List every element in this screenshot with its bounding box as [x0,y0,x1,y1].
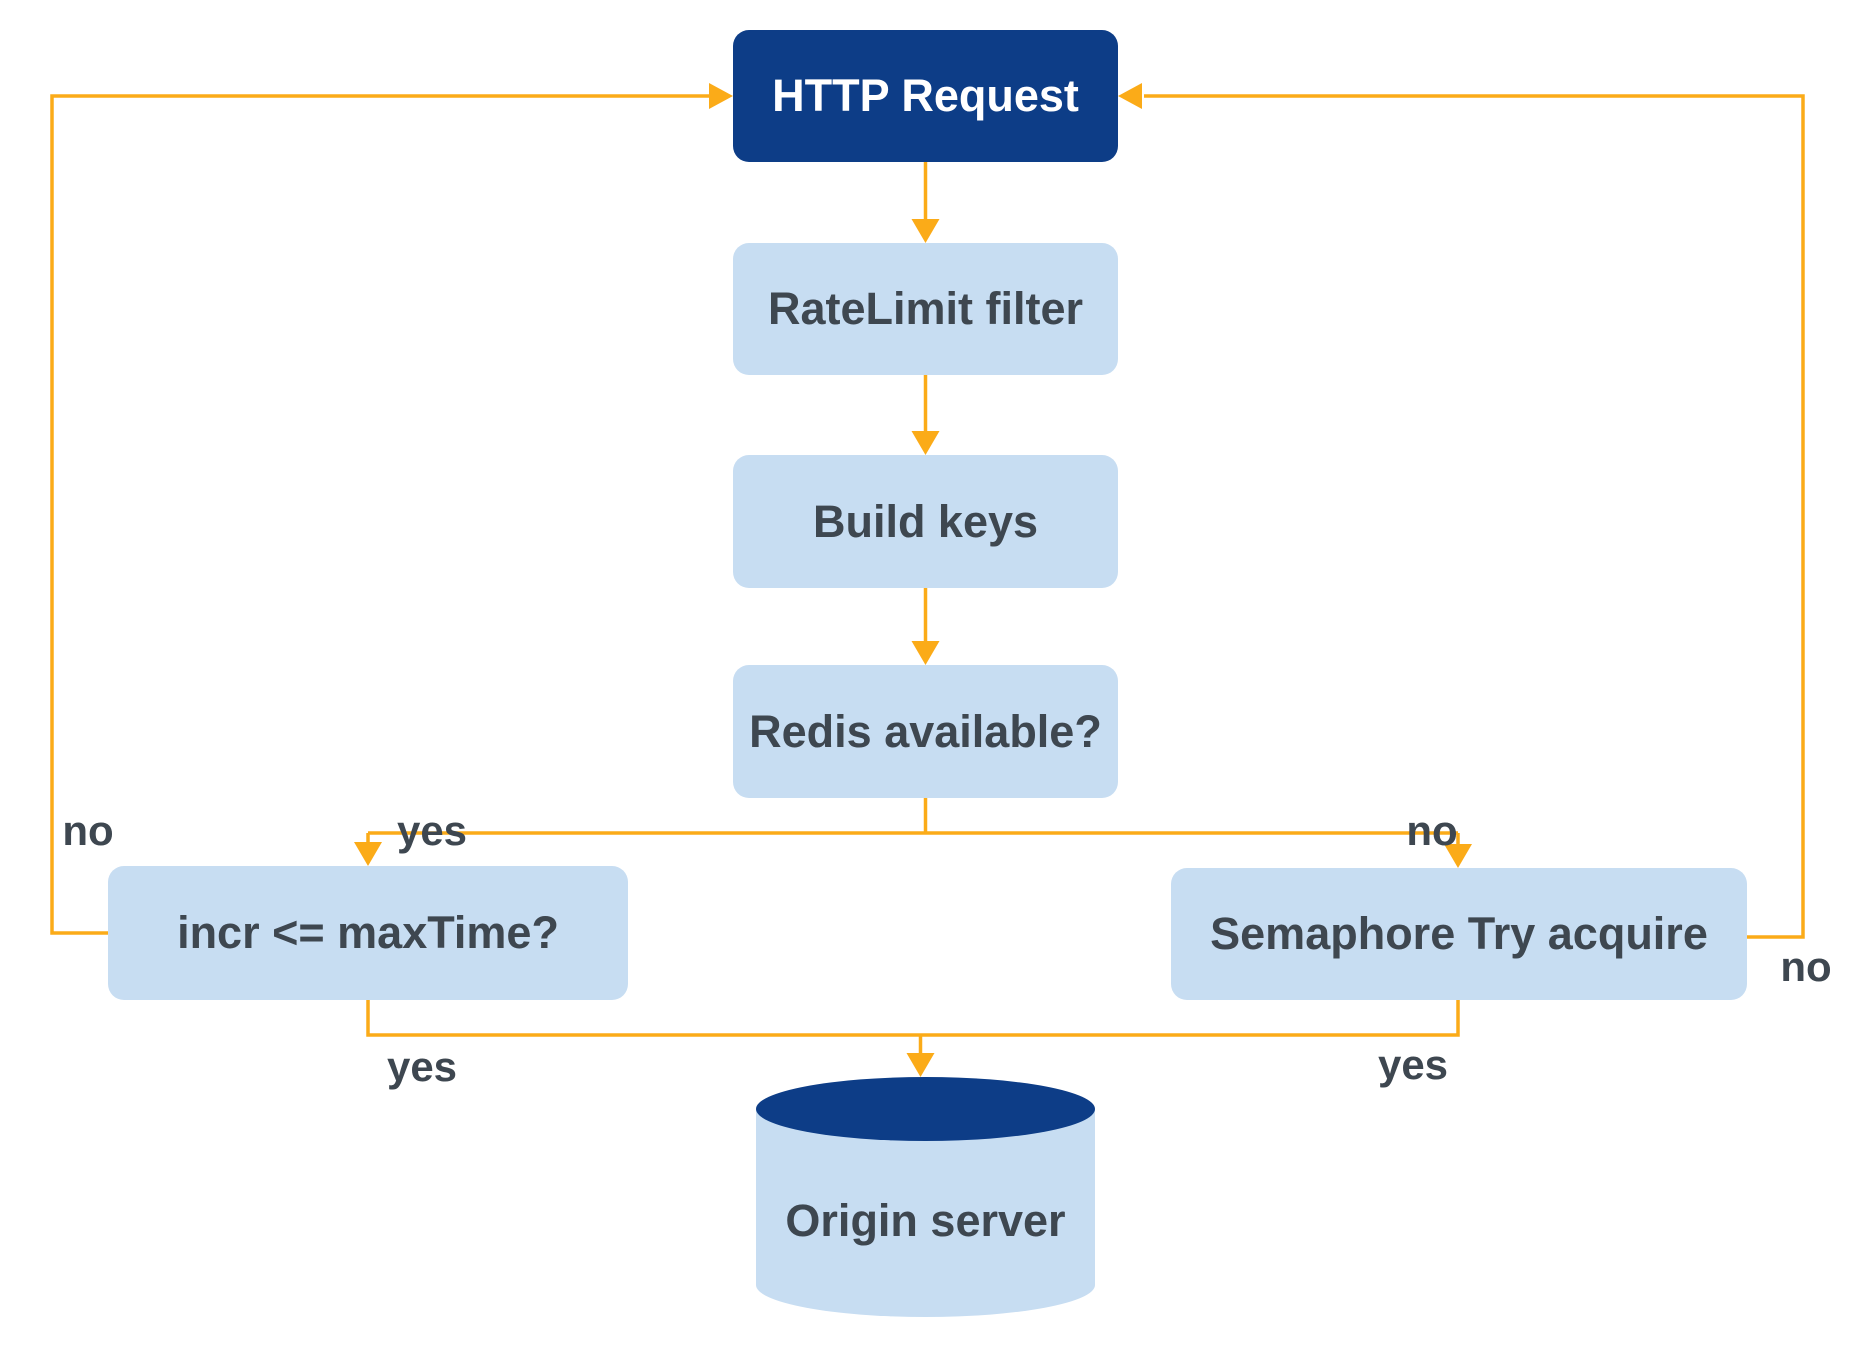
edge-incr-no-return [50,94,709,935]
node-incr-le-maxtime: incr <= maxTime? [108,866,628,1000]
node-redis-available: Redis available? [733,665,1118,798]
edge-semaphore-no-return-arrowhead [1118,83,1142,109]
node-semaphore-try-acquire: Semaphore Try acquire [1171,868,1747,1000]
edge-merge-to-origin-arrowhead [906,1053,935,1077]
node-build-keys: Build keys [733,455,1118,588]
cylinder-top-ellipse [756,1077,1095,1141]
edge-label-redis-yes: yes [396,807,468,854]
cylinder-bottom-ellipse [756,1253,1095,1317]
edge-label-incr-yes: yes [386,1043,458,1090]
edge-yes-merge [366,1000,1460,1037]
edge-label-redis-no: no [1406,807,1458,854]
edge-label-incr-no: no [62,807,114,854]
edge-buildkeys-to-redis-arrowhead [911,641,940,665]
edge-redis-no-arrowhead [1444,844,1472,868]
edge-label-semaphore-yes: yes [1377,1041,1449,1088]
edge-http-to-ratelimit-arrowhead [911,219,940,243]
origin-server-label: Origin server [785,1195,1066,1246]
edge-label-semaphore-no: no [1780,943,1832,990]
edge-ratelimit-to-buildkeys-arrowhead [911,431,940,455]
node-ratelimit-filter: RateLimit filter [733,243,1118,375]
edge-semaphore-no-return [1144,94,1805,939]
node-origin-server: Origin server [756,1077,1095,1317]
node-http-request: HTTP Request [733,30,1118,162]
edge-incr-no-return-arrowhead [709,83,733,109]
edge-redis-yes-arrowhead [354,842,382,866]
